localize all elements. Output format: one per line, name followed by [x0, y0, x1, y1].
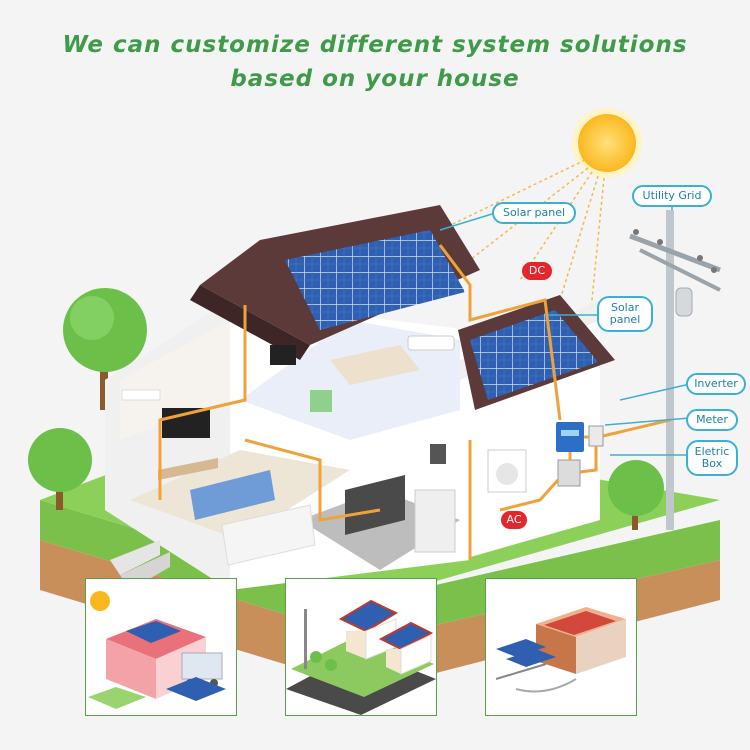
thumbnail-industrial-building[interactable] [485, 578, 637, 716]
tree-left-large [63, 288, 147, 410]
thumbnail-commercial-rooftop[interactable] [85, 578, 237, 716]
thumbnail-residential-houses[interactable] [285, 578, 437, 716]
label-solar-panel-side-line2: panel [609, 313, 641, 326]
solar-panel-side [470, 310, 598, 400]
residential-houses-image [286, 599, 436, 715]
wiring [158, 244, 671, 560]
label-solar-panel-side: Solar panel [597, 296, 653, 332]
ac-unit [407, 335, 455, 351]
solar-panel-main [285, 230, 465, 330]
tree-left-small [28, 428, 92, 510]
tree-right [608, 460, 664, 530]
industrial-building-image [495, 607, 626, 693]
label-electric-box: Eletric Box [686, 440, 738, 476]
label-leaders [439, 205, 691, 456]
label-meter: Meter [686, 409, 738, 431]
utility-pole [629, 210, 721, 530]
electric-box-device [557, 459, 581, 487]
fridge [414, 489, 456, 553]
label-ac: AC [501, 511, 527, 529]
headline-line-1: We can customize different system soluti… [62, 32, 688, 58]
bed [330, 345, 420, 385]
furniture [121, 335, 527, 566]
commercial-rooftop-image [88, 591, 226, 709]
label-electric-box-line2: Box [701, 457, 723, 470]
label-solar-panel-side-line1: Solar [610, 301, 640, 314]
headline: We can customize different system soluti… [0, 28, 750, 96]
headline-line-2: based on your house [230, 66, 520, 92]
inverter-device [556, 422, 584, 452]
label-electric-box-line1: Eletric [694, 445, 730, 458]
side-roof [458, 295, 615, 410]
sofa [190, 470, 275, 520]
main-roof [190, 205, 480, 360]
label-dc: DC [522, 262, 552, 280]
label-inverter: Inverter [686, 373, 746, 395]
meter-device [588, 425, 604, 447]
stove [345, 475, 405, 535]
label-utility-grid: Utility Grid [632, 185, 712, 207]
label-solar-panel-top: Solar panel [492, 202, 576, 224]
